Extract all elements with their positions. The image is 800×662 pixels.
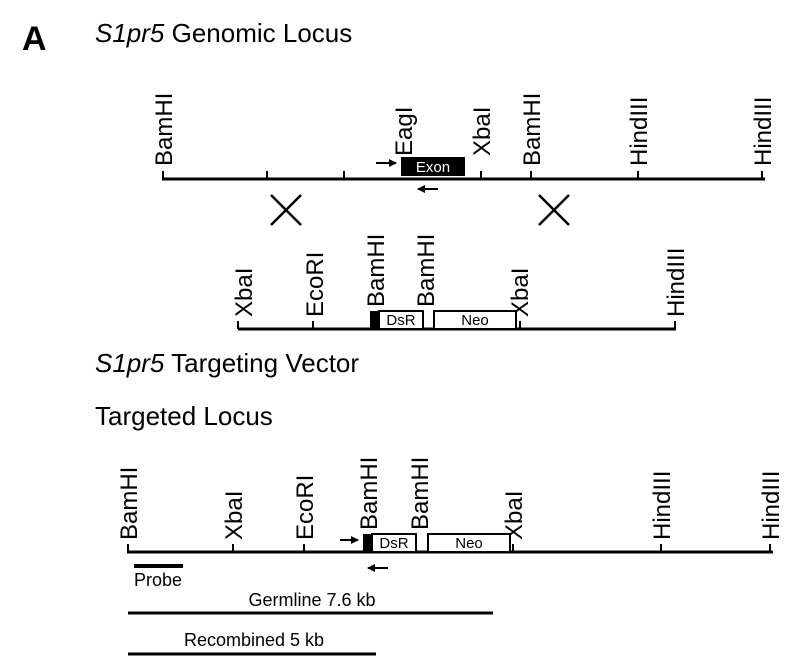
targeted-dsr-label: DsR [379,535,408,552]
targeted-site-bamhi-2: BamHI [356,457,383,530]
targeted-site-xbai-2: XbaI [501,491,528,540]
vector-site-bamhi-2: BamHI [413,234,440,307]
targeted-site-hindiii-2: HindIII [758,471,785,540]
genomic-locus-map: BamHI EagI XbaI BamHI HindIII HindIII Ex… [151,93,777,193]
crossover-left-icon [270,194,302,226]
vector-site-hindiii: HindIII [663,248,690,317]
exon-box [401,157,465,176]
germline-label: Germline 7.6 kb [248,590,375,610]
recombined-label: Recombined 5 kb [184,630,324,650]
vector-site-bamhi-1: BamHI [363,234,390,307]
vector-site-xbai-2: XbaI [507,268,534,317]
genomic-site-xbai: XbaI [469,107,496,156]
genomic-site-eagi: EagI [391,107,418,156]
vector-neo-box [433,310,517,330]
targeted-exon-fragment [363,534,372,552]
vector-dsr-box [378,310,424,330]
targeted-locus-title: Targeted Locus [95,401,273,431]
genomic-site-hindiii-2: HindIII [750,97,777,166]
targeting-vector-title: S1pr5 Targeting Vector [95,348,359,378]
genomic-gene-name: S1pr5 [95,18,165,48]
vector-title-text: Targeting Vector [164,348,359,378]
vector-site-xbai-1: XbaI [231,268,258,317]
vector-neo-label: Neo [461,312,489,329]
vector-dsr-label: DsR [386,312,415,329]
targeted-neo-label: Neo [455,535,483,552]
targeted-locus-map: BamHI XbaI EcoRI BamHI BamHI XbaI HindII… [116,457,785,656]
targeting-vector-map: XbaI EcoRI BamHI BamHI XbaI HindIII DsR … [231,234,690,331]
genomic-title-text: Genomic Locus [164,18,352,48]
targeted-site-xbai-1: XbaI [221,491,248,540]
vector-site-ecori: EcoRI [302,252,329,317]
crossover-right-icon [538,194,570,226]
targeted-site-hindiii-1: HindIII [649,471,676,540]
targeted-neo-box [427,533,511,553]
probe-label: Probe [134,570,182,590]
genomic-site-hindiii-1: HindIII [626,97,653,166]
panel-label: A [22,20,47,58]
targeted-site-bamhi-3: BamHI [407,457,434,530]
vector-exon-fragment [370,311,379,329]
targeted-site-bamhi-1: BamHI [116,467,143,540]
genomic-locus-title: S1pr5 Genomic Locus [95,18,352,48]
targeted-dsr-box [371,533,417,553]
crossover-marks [270,194,570,226]
genomic-site-bamhi-1: BamHI [151,93,178,166]
exon-label: Exon [416,159,450,176]
vector-gene-name: S1pr5 [95,348,165,378]
genomic-site-bamhi-2: BamHI [519,93,546,166]
targeted-site-ecori: EcoRI [292,475,319,540]
